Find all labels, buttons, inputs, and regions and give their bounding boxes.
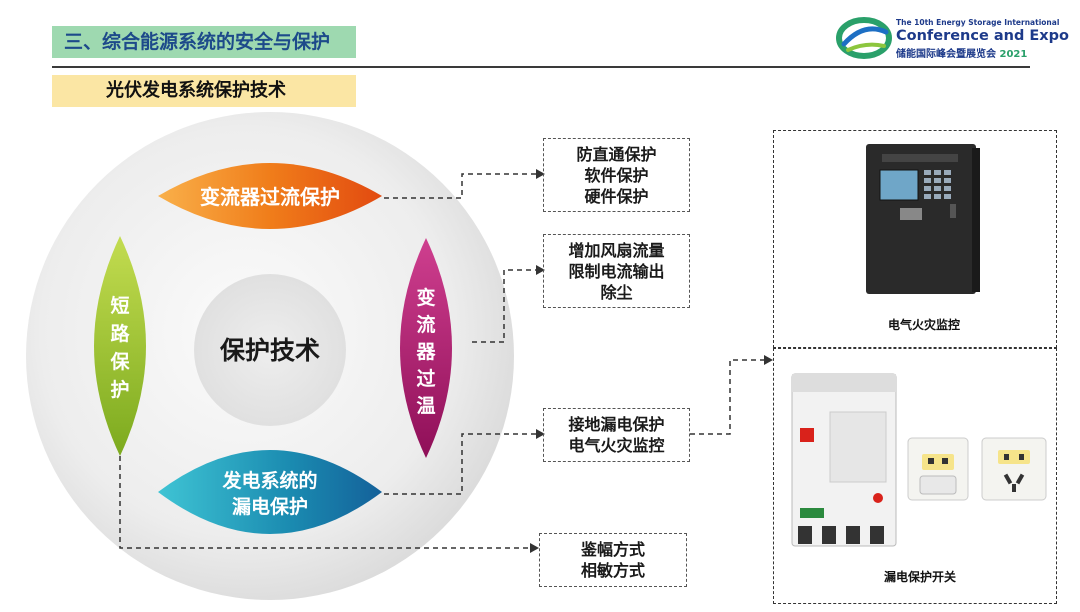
callout-overtemp: 增加风扇流量 限制电流输出 除尘: [543, 234, 690, 308]
logo-line-1: The 10th Energy Storage International: [896, 18, 1060, 27]
socket-image: [981, 437, 1047, 501]
callout-line: 限制电流输出: [568, 261, 665, 281]
connector-short-circuit: [119, 456, 530, 549]
callout-line: 鉴幅方式: [580, 540, 645, 559]
petal-short-circuit-char: 护: [110, 378, 129, 401]
logo: The 10th Energy Storage International Co…: [896, 18, 1069, 60]
fire-monitor-caption: 电气火灾监控: [888, 318, 961, 332]
arrow-head: [536, 169, 545, 179]
section-title: 三、综合能源系统的安全与保护: [52, 26, 356, 58]
petal-overtemp-char: 温: [416, 395, 435, 417]
inner-circle: [194, 274, 346, 426]
logo-cn-name: 储能国际峰会暨展览会: [896, 49, 996, 60]
petal-short-circuit-char: 路: [110, 322, 130, 345]
arrow-head: [536, 429, 545, 439]
callout-line: 增加风扇流量: [568, 240, 665, 260]
petal-leakage: [158, 450, 382, 534]
petal-overtemp-char: 过: [416, 368, 435, 390]
connector-leakage-devices: [690, 359, 764, 435]
petal-short-circuit: [94, 236, 146, 456]
panel-leakage-switch: [773, 348, 1057, 604]
fire-monitor-device-image: [866, 144, 980, 294]
arrow-head: [764, 355, 773, 365]
callout-short-circuit: 鉴幅方式 相敏方式: [539, 533, 687, 587]
logo-line-2: Conference and Expo: [896, 28, 1069, 44]
leakage-switch-caption: 漏电保护开关: [884, 570, 957, 584]
center-label: 保护技术: [219, 336, 320, 365]
panel-fire-monitor: [773, 130, 1057, 348]
connector-leakage: [384, 433, 536, 495]
connector-overcurrent: [384, 173, 536, 199]
petal-short-circuit-char: 保: [109, 350, 130, 373]
callout-leakage: 接地漏电保护 电气火灾监控: [543, 408, 690, 462]
logo-year: 2021: [999, 49, 1028, 60]
callout-line: 防直通保护: [576, 144, 657, 164]
petal-overtemp-char: 器: [415, 341, 436, 363]
petal-overcurrent: [158, 163, 382, 229]
leakage-breaker-image: [791, 373, 897, 547]
petal-leakage-label-2: 漏电保护: [232, 495, 308, 518]
callout-line: 硬件保护: [584, 186, 649, 206]
callout-line: 接地漏电保护: [568, 415, 665, 434]
connector-overtemp: [472, 269, 536, 343]
petal-overtemp-char: 流: [416, 313, 435, 336]
arrow-head: [536, 265, 545, 275]
callout-line: 相敏方式: [580, 561, 645, 580]
petal-short-circuit-char: 短: [110, 294, 129, 317]
petal-leakage-label-1: 发电系统的: [221, 469, 317, 492]
socket-image: [907, 437, 969, 501]
callout-overcurrent: 防直通保护 软件保护 硬件保护: [543, 138, 690, 212]
callout-line: 软件保护: [584, 165, 649, 185]
callout-line: 除尘: [600, 282, 633, 302]
logo-swirl-icon: [836, 17, 892, 59]
header-divider: [52, 66, 1030, 68]
logo-line-3: 储能国际峰会暨展览会 2021: [896, 45, 1036, 60]
arrow-head: [530, 543, 539, 553]
petal-overtemp: [400, 238, 452, 458]
subtitle: 光伏发电系统保护技术: [52, 75, 356, 107]
petal-overtemp-char: 变: [416, 286, 435, 309]
petal-overcurrent-label: 变流器过流保护: [200, 185, 340, 209]
callout-line: 电气火灾监控: [568, 436, 665, 455]
